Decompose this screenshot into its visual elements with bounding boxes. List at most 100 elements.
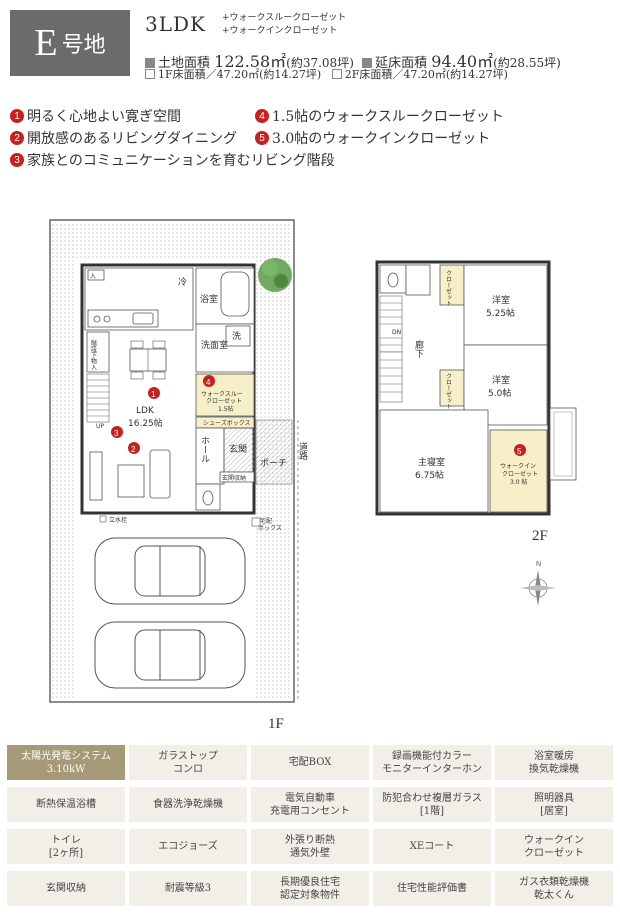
stairs-2f	[379, 295, 403, 403]
closet-label: クローゼット	[445, 373, 452, 409]
genkan-label: 玄関	[229, 443, 247, 455]
land-area-label: 土地面積	[158, 56, 211, 71]
area-row-floors: 1F床面積／47.20㎡(約14.27坪) 2F床面積／47.20㎡(約14.2…	[145, 66, 508, 82]
marker-1	[148, 387, 160, 399]
wic-label: ウォークイン	[500, 462, 536, 470]
wtc-label: ウォークスルー	[201, 390, 243, 398]
spec-item: ガス衣類乾燥機 乾太くん	[495, 871, 613, 906]
feature-number: 4	[255, 109, 269, 123]
dn-label: DN	[392, 329, 401, 336]
plan-type: 3LDK	[145, 12, 206, 36]
plan-1f: 入 冷 浴室 洗 洗面室 階段下物入 UP 1 LDK 1	[49, 219, 308, 703]
north-label: N	[536, 561, 541, 568]
f2-area: 2F床面積／47.20㎡(約14.27坪)	[344, 68, 508, 81]
svg-text:4: 4	[206, 378, 211, 387]
stove-icon	[103, 315, 111, 323]
master-size: 6.75帖	[415, 469, 444, 481]
porch-area	[255, 419, 293, 485]
gravel-left	[52, 222, 76, 700]
plan-2f: クローゼット クローゼット 洋室 5.25帖 洋室 5.0帖 DN 廊下 主寝室…	[375, 260, 577, 606]
wash-label: 洗	[232, 330, 241, 342]
store-box	[87, 269, 105, 281]
hall-label: ホール	[199, 436, 210, 463]
land-area-value: 122.58㎡	[214, 52, 287, 71]
wic-size: 3.0 帖	[510, 478, 527, 486]
lot-letter: E	[34, 22, 58, 64]
up-label: UP	[96, 423, 104, 430]
spec-item: 電気自動車 充電用コンセント	[251, 787, 369, 822]
sink-2f	[405, 264, 431, 296]
entry-store-label: 入	[90, 273, 96, 280]
delivery-label: 宅配	[260, 517, 272, 525]
room1-size: 5.25帖	[486, 307, 515, 319]
filled-square-icon	[362, 58, 373, 68]
feature-number: 5	[255, 131, 269, 145]
spec-item: 太陽光発電システム 3.10kW	[7, 745, 125, 780]
closet-label: クローゼット	[445, 270, 452, 306]
feature-text: 家族とのコミュニケーションを育むリビング階段	[27, 153, 335, 169]
tv-board-icon	[89, 451, 103, 501]
spec-item: 住宅性能評価書	[373, 871, 491, 906]
stair-storage-label: 階段下物入	[90, 339, 97, 370]
spec-item: 外張り断熱 通気外壁	[251, 829, 369, 864]
faucet-label: 立水栓	[109, 516, 127, 524]
compass-icon: N	[520, 561, 556, 606]
corridor-label: 廊下	[413, 339, 424, 359]
washroom-area	[195, 323, 255, 373]
tree-icon	[258, 258, 292, 292]
feature-number: 3	[10, 153, 24, 167]
marker-5	[514, 444, 526, 456]
svg-text:1: 1	[151, 390, 156, 399]
feature-text: 明るく心地よい寛ぎ空間	[27, 109, 181, 125]
spec-item: ウォークイン クローゼット	[495, 829, 613, 864]
extra-item: +ウォークスルークローゼット	[222, 13, 347, 23]
spec-item: ガラストップ コンロ	[129, 745, 247, 780]
floor-label-2f: 2F	[532, 528, 548, 544]
bath-label: 浴室	[200, 293, 218, 305]
delivery-box-icon	[251, 517, 261, 527]
spec-item: 耐震等級3	[129, 871, 247, 906]
spec-item: 玄関収納	[7, 871, 125, 906]
floor-label-1f: 1F	[268, 716, 284, 732]
spec-item: 防犯合わせ複層ガラス [1階]	[373, 787, 491, 822]
area-row-main: 土地面積 122.58㎡(約37.08坪) 延床面積 94.40㎡(約28.55…	[145, 48, 561, 72]
plan-extras: +ウォークスルークローゼット +ウォークインクローゼット	[222, 12, 346, 38]
spec-item: 長期優良住宅 認定対象物件	[251, 871, 369, 906]
spec-item: 食器洗浄乾燥機	[129, 787, 247, 822]
ldk-size: 16.25帖	[128, 417, 163, 429]
land-area-tsubo: (約37.08坪)	[286, 56, 354, 70]
bathtub-icon	[220, 271, 250, 317]
porch-label: ポーチ	[260, 458, 287, 469]
floor-area-label: 延床面積	[375, 56, 428, 71]
spec-item: トイレ [2ヶ所]	[7, 829, 125, 864]
room2-label: 洋室	[492, 374, 510, 386]
master-label: 主寝室	[418, 456, 445, 468]
wtc-size: 1.5帖	[218, 405, 234, 413]
room-1	[463, 264, 548, 346]
site-boundary	[49, 219, 295, 703]
spec-item: エコジョーズ	[129, 829, 247, 864]
balcony	[549, 407, 577, 481]
svg-text:3: 3	[114, 429, 119, 438]
feature-text: 1.5帖のウォークスルークローゼット	[272, 109, 504, 125]
feature-number: 2	[10, 131, 24, 145]
floor-area-value: 94.40㎡	[431, 52, 494, 71]
ldk-label: LDK	[136, 406, 155, 416]
open-square-icon	[145, 69, 155, 79]
shoebox-label: シューズボックス	[203, 419, 251, 427]
road-label: 道路	[297, 441, 308, 461]
sink-icon	[132, 312, 154, 325]
filled-square-icon	[145, 58, 155, 68]
marker-4	[203, 375, 215, 387]
gravel-top	[52, 222, 292, 260]
stair-storage	[86, 331, 110, 373]
washer-icon	[225, 325, 251, 347]
genkan-area	[223, 427, 255, 473]
wic-area	[489, 429, 548, 513]
feature-text: 開放感のあるリビングダイニング	[27, 131, 237, 147]
marker-3	[111, 426, 123, 438]
spec-item: 宅配BOX	[251, 745, 369, 780]
